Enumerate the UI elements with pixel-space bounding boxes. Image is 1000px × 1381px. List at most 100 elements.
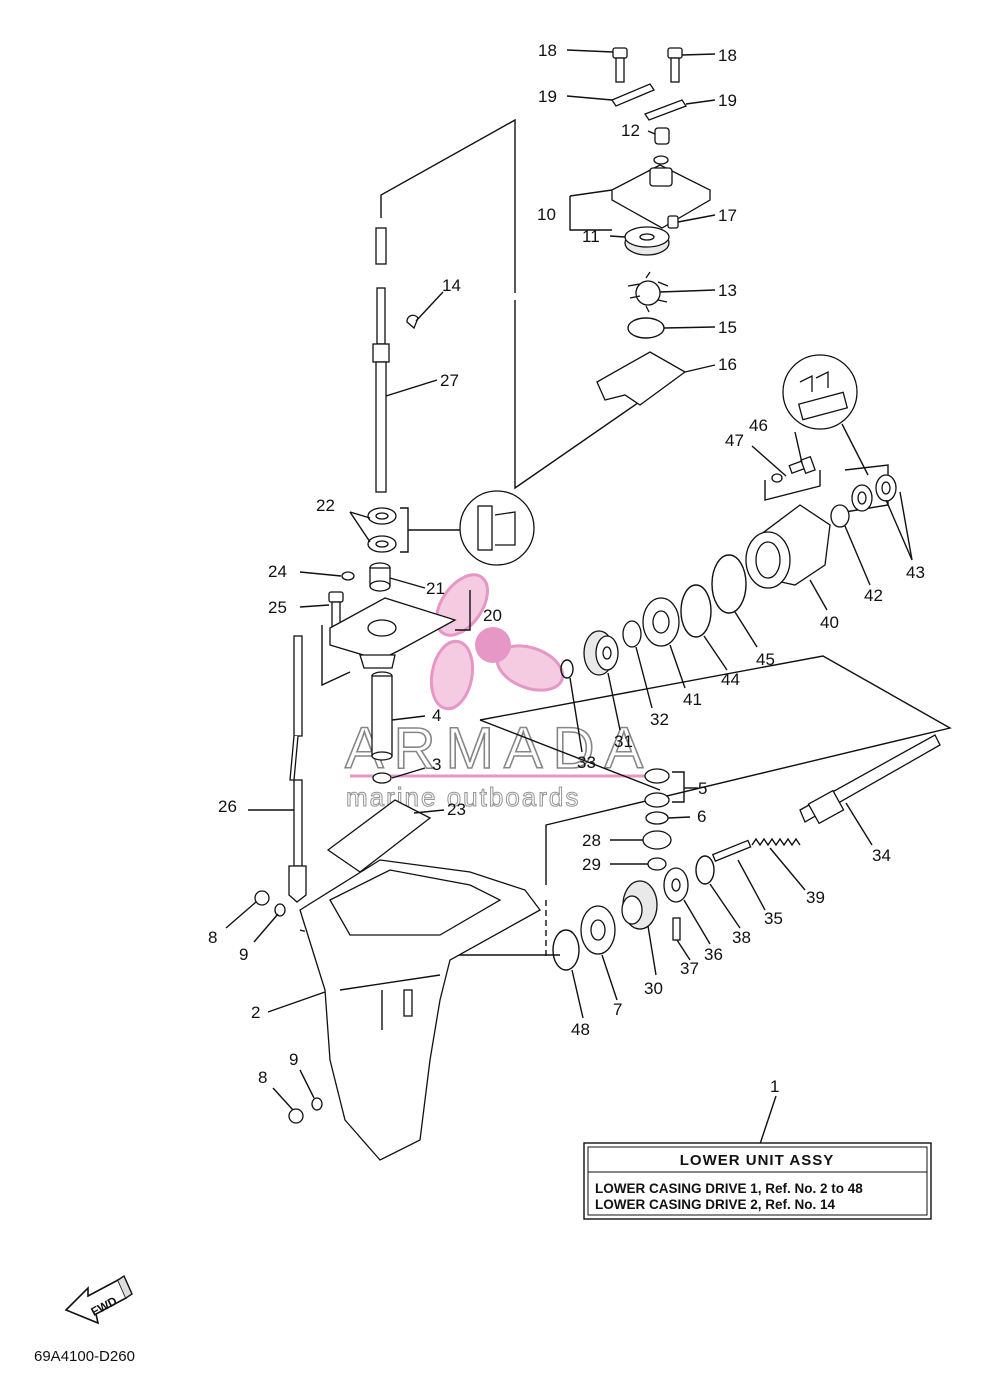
pin-37-icon bbox=[672, 917, 681, 941]
callout-32: 32 bbox=[650, 710, 669, 729]
pump-housing-10-icon bbox=[610, 164, 712, 229]
callout-34: 34 bbox=[872, 846, 891, 865]
callout-15: 15 bbox=[718, 318, 737, 337]
spring-39-icon bbox=[751, 837, 801, 847]
callout-10: 10 bbox=[537, 205, 556, 224]
callout-35: 35 bbox=[764, 909, 783, 928]
drive-shaft-27-icon bbox=[372, 227, 390, 493]
nut-29-icon bbox=[647, 857, 667, 871]
callout-48: 48 bbox=[571, 1020, 590, 1039]
impeller-13-icon bbox=[627, 271, 669, 313]
callout-9-upper: 9 bbox=[239, 945, 248, 964]
watermark-brand: ARMADA bbox=[345, 716, 653, 781]
callout-2: 2 bbox=[251, 1003, 260, 1022]
callout-labels: 18 18 19 19 12 10 17 11 13 15 16 14 27 4… bbox=[208, 41, 925, 1096]
oring-45-icon bbox=[711, 554, 747, 614]
callout-28: 28 bbox=[582, 831, 601, 850]
lower-unit-info-box: LOWER UNIT ASSY LOWER CASING DRIVE 1, Re… bbox=[583, 1142, 932, 1220]
callout-24: 24 bbox=[268, 562, 287, 581]
fwd-arrow-icon: FWD bbox=[64, 1274, 133, 1325]
tube-4-icon bbox=[371, 671, 393, 761]
callout-12: 12 bbox=[621, 121, 640, 140]
plate-19-left-icon bbox=[611, 83, 655, 107]
dog-clutch-36-icon bbox=[663, 867, 689, 903]
housing-20-icon bbox=[329, 597, 457, 669]
plug-8-lower-icon bbox=[288, 1108, 304, 1124]
callout-27: 27 bbox=[440, 371, 459, 390]
callout-6: 6 bbox=[697, 807, 706, 826]
oring-44-icon bbox=[680, 584, 712, 638]
callout-43: 43 bbox=[906, 563, 925, 582]
bolt-18-right-icon bbox=[667, 47, 683, 83]
circlip-33-icon bbox=[560, 659, 574, 679]
leader-lines bbox=[225, 49, 913, 1145]
oil-seal-43-icon bbox=[851, 474, 897, 512]
callout-21: 21 bbox=[426, 579, 445, 598]
callout-13: 13 bbox=[718, 281, 737, 300]
callout-25: 25 bbox=[268, 598, 287, 617]
insert-11-icon bbox=[624, 226, 670, 256]
callout-36: 36 bbox=[704, 945, 723, 964]
callout-22: 22 bbox=[316, 496, 335, 515]
bolt-46-icon bbox=[788, 455, 816, 475]
lower-casing-2-icon bbox=[299, 859, 541, 1161]
washer-6-icon bbox=[645, 811, 669, 825]
callout-45: 45 bbox=[756, 650, 775, 669]
key-14-icon bbox=[406, 314, 419, 330]
callout-37: 37 bbox=[680, 959, 699, 978]
callout-39: 39 bbox=[806, 888, 825, 907]
plate-19-right-icon bbox=[644, 99, 687, 121]
seal-3-icon bbox=[372, 772, 392, 784]
callout-11: 11 bbox=[582, 227, 600, 246]
grommet-12-icon bbox=[654, 127, 670, 145]
callout-38: 38 bbox=[732, 928, 751, 947]
callout-19-right: 19 bbox=[718, 91, 737, 110]
callout-44: 44 bbox=[721, 670, 740, 689]
callout-3: 3 bbox=[432, 755, 441, 774]
oring-48-icon bbox=[552, 929, 580, 971]
shim-32-icon bbox=[622, 620, 642, 648]
callout-42: 42 bbox=[864, 586, 883, 605]
callout-5: 5 bbox=[698, 779, 707, 798]
callout-26: 26 bbox=[218, 797, 237, 816]
callout-8-upper: 8 bbox=[208, 928, 217, 947]
callout-19-left: 19 bbox=[538, 87, 557, 106]
callout-16: 16 bbox=[718, 355, 737, 374]
bushing-42-icon bbox=[830, 504, 850, 528]
callout-1: 1 bbox=[770, 1077, 779, 1096]
callout-23: 23 bbox=[447, 800, 466, 819]
callout-33: 33 bbox=[577, 753, 596, 772]
plunger-35-icon bbox=[711, 839, 752, 862]
grease-callout-icon bbox=[459, 490, 535, 566]
callout-20: 20 bbox=[483, 606, 502, 625]
shift-rod-26-icon bbox=[288, 635, 307, 903]
bearing-22-icon bbox=[367, 507, 460, 553]
callout-41: 41 bbox=[683, 690, 702, 709]
washer-9-lower-icon bbox=[311, 1097, 323, 1111]
callout-46: 46 bbox=[749, 416, 768, 435]
bushing-21-icon bbox=[369, 562, 391, 592]
reverse-gear-31-icon bbox=[583, 630, 619, 676]
pinion-28-icon bbox=[642, 830, 672, 850]
callout-17: 17 bbox=[718, 206, 737, 225]
info-box-line-1: LOWER CASING DRIVE 1, Ref. No. 2 to 48 bbox=[595, 1181, 863, 1196]
callout-14: 14 bbox=[442, 276, 461, 295]
callout-30: 30 bbox=[644, 979, 663, 998]
callout-7: 7 bbox=[613, 1000, 622, 1019]
bearing-41-icon bbox=[642, 597, 680, 647]
info-box-title: LOWER UNIT ASSY bbox=[680, 1152, 834, 1169]
propeller-logo-icon bbox=[429, 573, 565, 711]
bearing-5-icon bbox=[644, 768, 685, 808]
bolt-18-left-icon bbox=[612, 47, 628, 83]
washer-38-icon bbox=[695, 855, 715, 885]
info-box-line-2: LOWER CASING DRIVE 2, Ref. No. 14 bbox=[595, 1197, 836, 1212]
callout-18-left: 18 bbox=[538, 41, 557, 60]
gasket-23-icon bbox=[326, 799, 432, 873]
bearing-7-icon bbox=[580, 905, 616, 955]
pin-17-icon bbox=[667, 215, 679, 229]
propeller-shaft-34-icon bbox=[799, 734, 941, 825]
forward-gear-30-icon bbox=[621, 880, 658, 930]
oring-15-icon bbox=[627, 317, 665, 339]
assembly-lines bbox=[299, 118, 952, 960]
